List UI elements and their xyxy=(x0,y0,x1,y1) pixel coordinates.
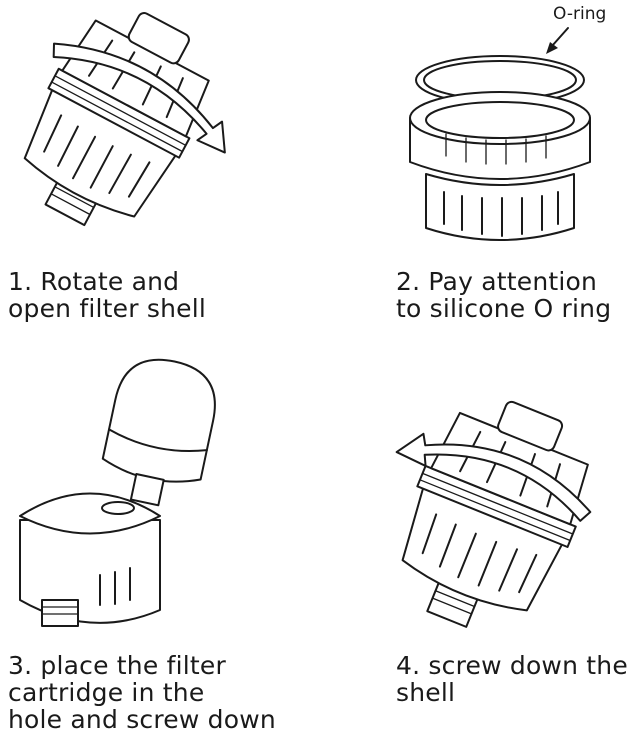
step-3-caption: 3. place the filter cartridge in the hol… xyxy=(8,652,276,733)
step-4-caption: 4. screw down the shell xyxy=(396,652,628,706)
step-3-line-3: hole and screw down xyxy=(8,705,276,734)
o-ring-label: O-ring xyxy=(553,4,607,24)
step-4-line-1: 4. screw down the xyxy=(396,651,628,680)
step-1-line-1: 1. Rotate and xyxy=(8,267,180,296)
step-2-line-1: 2. Pay attention xyxy=(396,267,598,296)
step-2-caption: 2. Pay attention to silicone O ring xyxy=(396,268,611,322)
step-3-line-2: cartridge in the xyxy=(8,678,205,707)
step-4-line-2: shell xyxy=(396,678,456,707)
step-2-line-2: to silicone O ring xyxy=(396,294,612,323)
step-1-line-2: open filter shell xyxy=(8,294,206,323)
step-1-caption: 1. Rotate and open filter shell xyxy=(8,268,206,322)
step-3-line-1: 3. place the filter xyxy=(8,651,226,680)
